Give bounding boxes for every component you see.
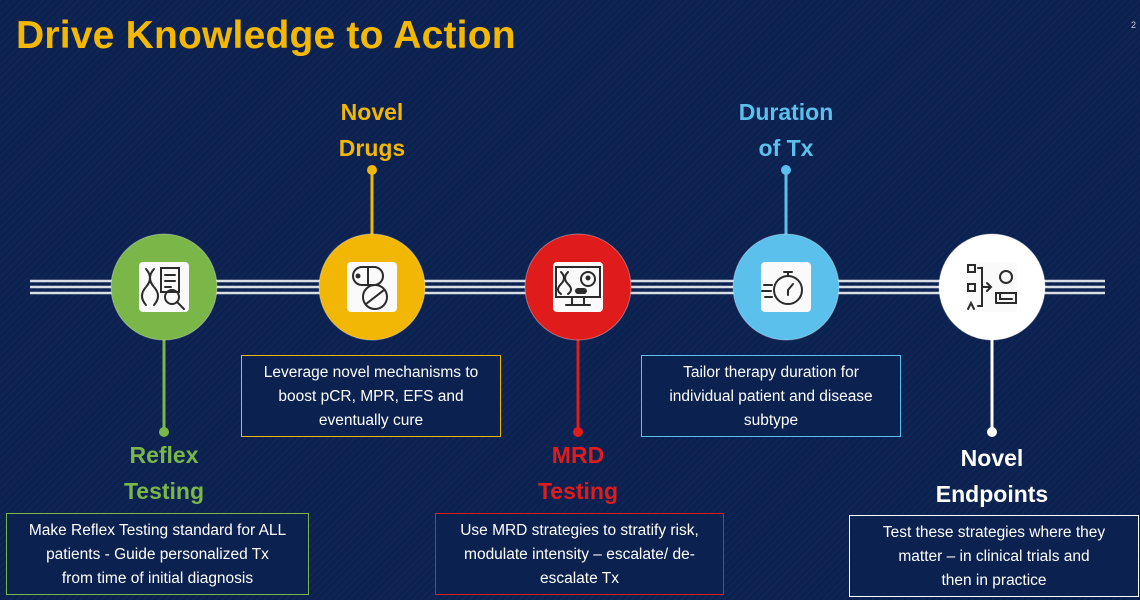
stage-description-line: then in practice	[941, 572, 1047, 589]
monitor-dna-pills-icon	[553, 262, 603, 312]
stage-label-line: Testing	[123, 478, 205, 504]
connector-dot-reflex-testing	[159, 427, 169, 437]
stage-label-line: Reflex	[129, 442, 199, 468]
stage-description-novel-drugs: Leverage novel mechanisms to boost pCR, M…	[241, 355, 501, 437]
stage-label-line: Novel	[340, 99, 404, 125]
connector-dot-novel-drugs	[367, 165, 377, 175]
connector-dot-duration-of-tx	[781, 165, 791, 175]
stage-description-line: modulate intensity – escalate/ de-	[464, 546, 695, 563]
stopwatch-icon	[761, 262, 811, 312]
slide-number: 2	[1130, 20, 1136, 30]
stage-label-line: of Tx	[758, 135, 814, 161]
stage-reflex-testing	[110, 233, 218, 437]
stage-label-line: Drugs	[338, 135, 406, 161]
dna-document-magnifier-icon	[139, 262, 189, 312]
stage-label-line: MRD	[551, 442, 605, 468]
stage-description-line: Test these strategies where they	[882, 524, 1106, 541]
stage-description-line: Leverage novel mechanisms to	[263, 364, 479, 381]
connector-dot-novel-endpoints	[987, 427, 997, 437]
connector-dot-mrd-testing	[573, 427, 583, 437]
stage-label-duration-of-tx: Duration of Tx	[676, 94, 896, 166]
stage-description-mrd-testing: Use MRD strategies to stratify risk, modu…	[435, 513, 724, 595]
flowchart-person-icon	[967, 262, 1017, 312]
stage-description-line: escalate Tx	[540, 570, 619, 587]
stage-duration-of-tx	[732, 165, 840, 341]
stage-description-line: patients - Guide personalized Tx	[46, 546, 269, 563]
stage-label-line: Testing	[537, 478, 619, 504]
stage-description-novel-endpoints: Test these strategies where they matter –…	[849, 515, 1139, 597]
stage-description-reflex-testing: Make Reflex Testing standard for ALL pati…	[6, 513, 309, 595]
stage-description-line: Tailor therapy duration for	[683, 364, 859, 381]
stage-description-line: boost pCR, MPR, EFS and	[278, 388, 464, 405]
stage-description-line: individual patient and disease	[669, 388, 873, 405]
stage-label-mrd-testing: MRD Testing	[468, 437, 688, 509]
stage-novel-endpoints	[938, 233, 1046, 437]
stage-description-line: matter – in clinical trials and	[898, 548, 1090, 565]
stage-description-line: Use MRD strategies to stratify risk,	[460, 522, 699, 539]
stage-description-line: eventually cure	[318, 412, 424, 429]
stage-description-line: Make Reflex Testing standard for ALL	[28, 522, 287, 539]
stage-mrd-testing	[524, 233, 632, 437]
stage-label-line: Endpoints	[935, 481, 1049, 507]
stage-description-line: subtype	[743, 412, 799, 429]
slide-title: Drive Knowledge to Action	[16, 14, 516, 57]
stage-novel-drugs	[318, 165, 426, 341]
drug-capsule-pill-icon	[347, 262, 397, 312]
stage-label-line: Novel	[960, 445, 1024, 471]
stage-label-line: Duration	[738, 99, 834, 125]
stage-description-duration-of-tx: Tailor therapy duration for individual pa…	[641, 355, 901, 437]
stage-description-line: from time of initial diagnosis	[61, 570, 254, 587]
